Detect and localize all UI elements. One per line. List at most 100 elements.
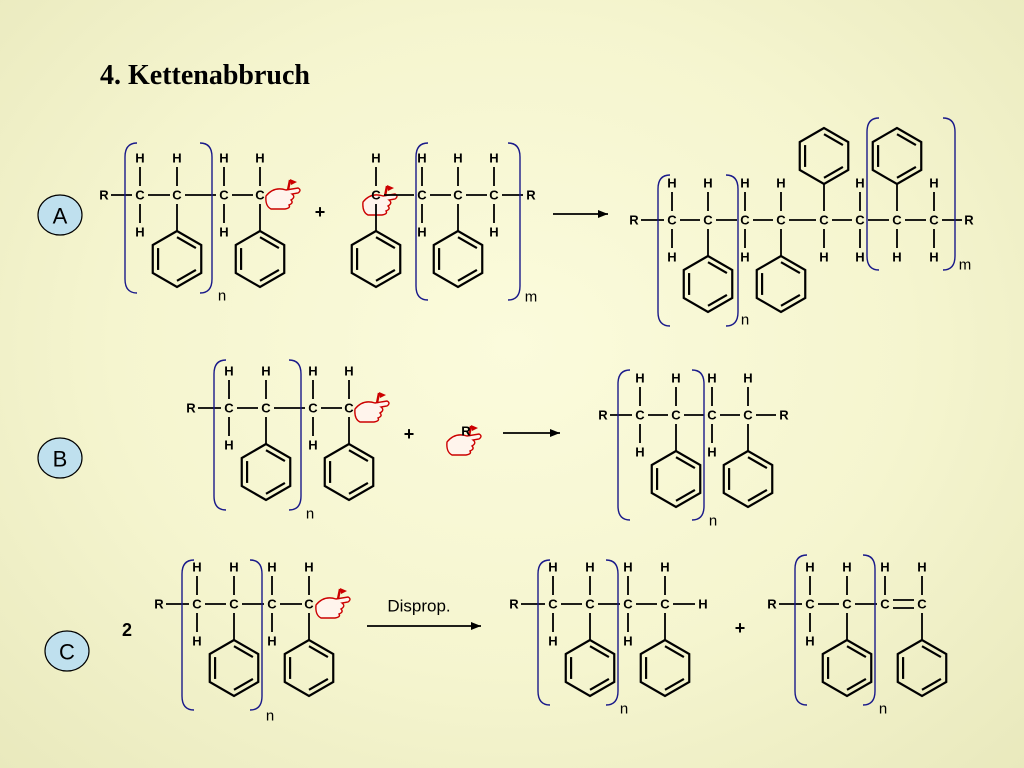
atom-h: H [267, 634, 276, 649]
radical-hand-icon [315, 588, 351, 619]
atom-h: H [417, 225, 426, 240]
benzene-ring [234, 229, 286, 289]
bracket-right [605, 559, 619, 706]
atom-h: H [703, 176, 712, 191]
row-label-b: B [53, 447, 68, 472]
benzene-ring [208, 638, 260, 698]
atom-h: H [635, 445, 644, 460]
benzene-ring [821, 638, 873, 698]
atom-c: C [135, 188, 145, 203]
repeat-index-n: n [218, 288, 226, 305]
benzene-ring [896, 638, 948, 698]
atom-r: R [767, 597, 777, 612]
atom-h: H [192, 634, 201, 649]
benzene-ring [240, 442, 292, 502]
bracket-right [862, 554, 876, 706]
atom-h: H [308, 438, 317, 453]
atom-h: H [172, 151, 181, 166]
repeat-index-m: m [525, 289, 538, 306]
atom-c: C [667, 213, 677, 228]
repeat-index-n: n [266, 708, 274, 725]
atom-c: C [623, 597, 633, 612]
atom-c: C [192, 597, 202, 612]
benzene-ring [798, 126, 850, 186]
atom-h: H [229, 560, 238, 575]
atom-h: H [635, 371, 644, 386]
arrowhead [550, 429, 560, 437]
atom-h: H [707, 445, 716, 460]
atom-r: R [99, 188, 109, 203]
atom-c: C [842, 597, 852, 612]
atom-h: H [776, 176, 785, 191]
atom-h: H [805, 634, 814, 649]
atom-h: H [842, 560, 851, 575]
atom-h: H [489, 151, 498, 166]
atom-h: H [255, 151, 264, 166]
benzene-ring [722, 449, 774, 509]
atom-c: C [880, 597, 890, 612]
atom-h: H [548, 634, 557, 649]
atom-h: H [740, 250, 749, 265]
benzene-ring [639, 638, 691, 698]
bracket-right [725, 174, 739, 327]
atom-h: H [344, 364, 353, 379]
atom-h: H [585, 560, 594, 575]
repeat-index-n: n [306, 506, 314, 523]
atom-h: H [671, 371, 680, 386]
atom-r: R [186, 401, 196, 416]
radical-hand-icon [354, 392, 390, 423]
atom-h: H [267, 560, 276, 575]
bracket-left [181, 559, 195, 711]
benzene-ring [564, 638, 616, 698]
disproportionation-label: Disprop. [387, 597, 450, 616]
atom-c: C [892, 213, 902, 228]
atom-c: C [261, 401, 271, 416]
atom-h: H [135, 225, 144, 240]
atom-h: H [135, 151, 144, 166]
atom-h: H [929, 176, 938, 191]
benzene-ring [682, 254, 734, 314]
atom-c: C [229, 597, 239, 612]
atom-c: C [703, 213, 713, 228]
row-label-c: C [59, 640, 75, 665]
benzene-ring [432, 229, 484, 289]
row-label-a: A [53, 204, 68, 229]
atom-h: H [667, 176, 676, 191]
atom-r: R [629, 213, 639, 228]
atom-h: H [855, 176, 864, 191]
atom-h: H [192, 560, 201, 575]
atom-h: H [917, 560, 926, 575]
benzene-ring [755, 254, 807, 314]
benzene-ring [871, 126, 923, 186]
atom-c: C [453, 188, 463, 203]
plus-sign: + [404, 424, 415, 444]
atom-h: H [548, 560, 557, 575]
arrowhead [471, 622, 481, 630]
bracket-left [537, 559, 551, 706]
bracket-left [415, 142, 429, 301]
atom-c: C [172, 188, 182, 203]
row-label-badge [37, 437, 83, 479]
atom-c: C [855, 213, 865, 228]
atom-h: H [819, 250, 828, 265]
bracket-left [866, 117, 880, 271]
bracket-left [794, 554, 808, 706]
atom-r: R [598, 408, 608, 423]
radical-hand-icon [265, 179, 301, 210]
repeat-index-n: n [620, 701, 628, 718]
atom-h: H [623, 560, 632, 575]
arrowhead [598, 210, 608, 218]
atom-r-radical: R [461, 424, 471, 439]
atom-h: H [660, 560, 669, 575]
bracket-left [124, 142, 138, 294]
bracket-left [657, 174, 671, 327]
atom-h: H [805, 560, 814, 575]
atom-c: C [671, 408, 681, 423]
benzene-ring [151, 229, 203, 289]
atom-h: H [707, 371, 716, 386]
atom-c: C [740, 213, 750, 228]
atom-c: C [255, 188, 265, 203]
atom-c: C [304, 597, 314, 612]
atom-h: H [371, 151, 380, 166]
bracket-left [617, 369, 631, 521]
